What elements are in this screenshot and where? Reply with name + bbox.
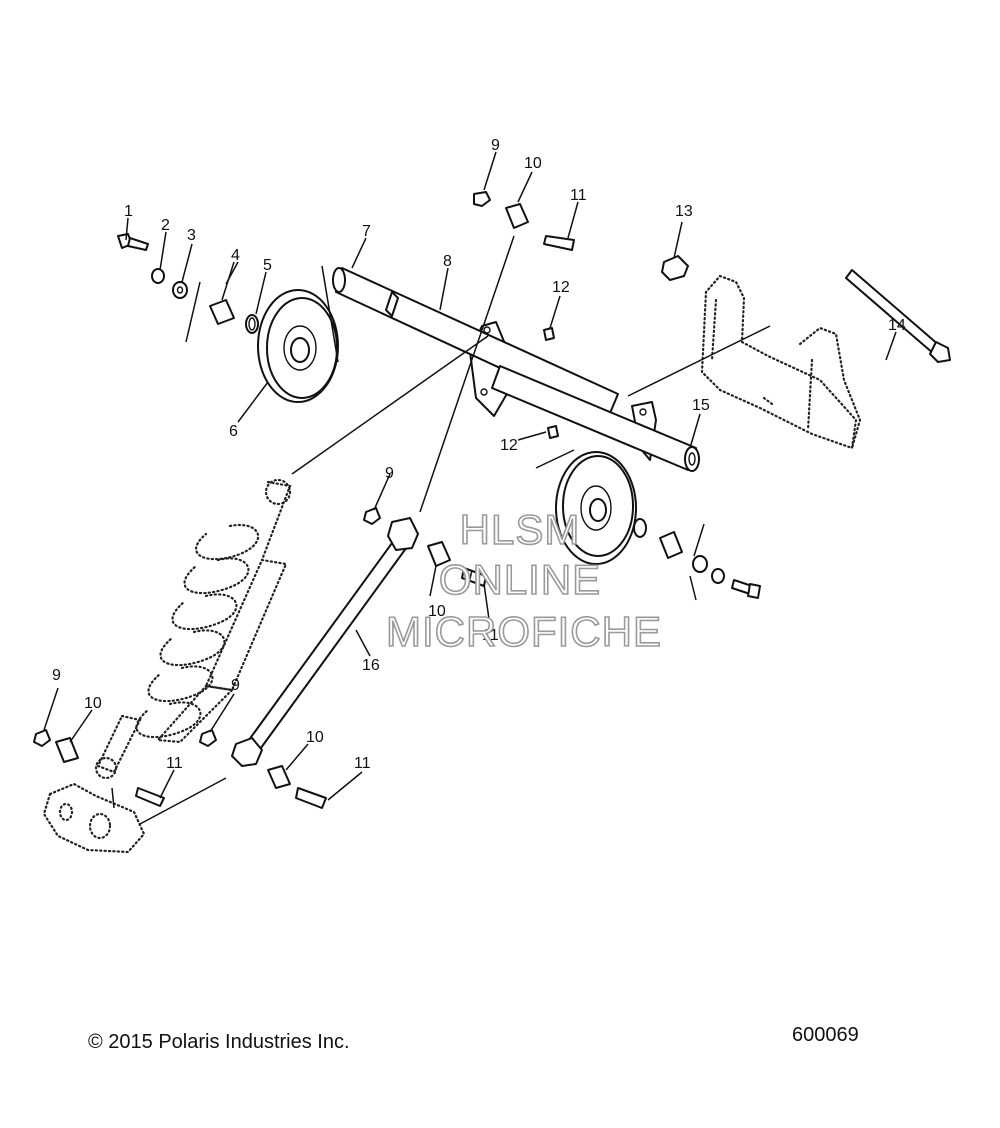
bolt-1 [117, 233, 149, 251]
pin-11 [543, 235, 575, 251]
callout-6: 6 [229, 423, 238, 440]
watermark: HLSM ONLINE MICROFICHE [385, 505, 662, 656]
callout-4: 4 [231, 247, 240, 264]
leader-lines [43, 151, 897, 825]
nut-9 [473, 191, 491, 207]
bushing-4 [209, 299, 235, 325]
callout-11d: 11 [354, 755, 371, 772]
callout-12b: 12 [500, 437, 518, 454]
callout-10b: 10 [428, 603, 446, 620]
callout-8: 8 [443, 253, 452, 270]
callout-11: 11 [570, 187, 587, 204]
shock-absorber [94, 478, 292, 780]
callout-5: 5 [263, 257, 272, 274]
callout-7: 7 [362, 223, 371, 240]
copyright-notice: © 2015 Polaris Industries Inc. [88, 1031, 350, 1053]
watermark-line2: ONLINE [439, 556, 601, 603]
callout-9: 9 [491, 137, 500, 154]
callout-13: 13 [675, 203, 693, 220]
callout-9c: 9 [52, 667, 61, 684]
callout-10c: 10 [84, 695, 102, 712]
lower-shock-mount [42, 782, 146, 854]
callout-1: 1 [124, 203, 133, 220]
callout-9d: 9 [231, 677, 240, 694]
callout-numbers: 1 2 3 4 5 6 7 8 9 10 11 12 12 13 14 15 9… [52, 137, 906, 772]
fitting-12 [543, 327, 555, 341]
idler-wheel-right [555, 451, 637, 565]
bushing-right [659, 531, 683, 559]
watermark-line1: HLSM [460, 506, 581, 553]
callout-14: 14 [888, 317, 906, 334]
torque-arm [231, 517, 419, 767]
callout-16: 16 [362, 657, 380, 674]
callout-11c: 11 [166, 755, 183, 772]
callout-10d: 10 [306, 729, 324, 746]
callout-9b: 9 [385, 465, 394, 482]
idler-wheel-left [257, 289, 339, 403]
callout-2: 2 [161, 217, 170, 234]
pivot-tube [491, 365, 700, 472]
small-hardware [33, 191, 951, 809]
callout-15: 15 [692, 397, 710, 414]
rear-frame-bracket [700, 274, 862, 450]
callout-10: 10 [524, 155, 542, 172]
flange-nut-13 [661, 255, 689, 281]
bushing-10 [505, 203, 529, 229]
callout-11b: 11 [482, 627, 499, 644]
callout-3: 3 [187, 227, 196, 244]
callout-12: 12 [552, 279, 570, 296]
watermark-line3: MICROFICHE [386, 608, 662, 655]
washer-2 [151, 268, 165, 284]
diagram-number: 600069 [792, 1024, 859, 1046]
